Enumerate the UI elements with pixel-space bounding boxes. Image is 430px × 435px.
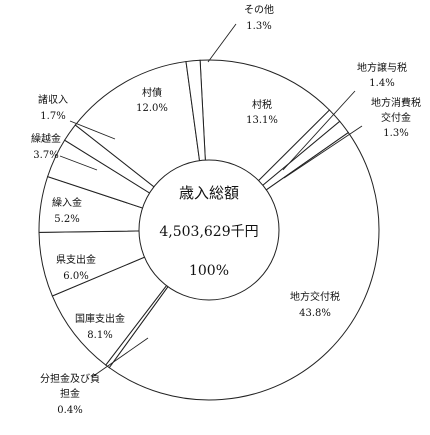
slice-value-1: 1.4%	[369, 78, 394, 89]
slice-label-5: 国庫支出金	[75, 312, 125, 325]
slice-value-5: 8.1%	[87, 330, 112, 341]
center-title: 歳入総額	[179, 184, 239, 202]
slice-value-4: 0.4%	[57, 405, 82, 416]
leader-line-11	[207, 23, 237, 63]
leader-line-1	[282, 90, 356, 171]
slice-value-7: 5.2%	[54, 214, 79, 225]
slice-value-3: 43.8%	[299, 308, 331, 319]
slice-value-8: 3.7%	[33, 150, 58, 161]
slice-value-6: 6.0%	[63, 271, 88, 282]
slice-label-3: 地方交付税	[290, 290, 340, 303]
slice-label-10: 村債	[142, 86, 162, 99]
leader-line-2	[283, 125, 363, 179]
slice-label-4-part-1: 担金	[60, 387, 80, 400]
leader-line-8	[59, 155, 98, 171]
center-amount: 4,503,629千円	[159, 224, 258, 240]
slice-label-7: 繰入金	[52, 196, 82, 209]
slice-label-9: 諸収入	[38, 93, 68, 106]
slice-label-8: 繰越金	[31, 132, 61, 145]
slice-value-11: 1.3%	[246, 21, 271, 32]
leader-line-4	[91, 337, 149, 378]
slice-label-6: 県支出金	[56, 253, 96, 266]
donut-hole	[138, 159, 280, 301]
slice-label-2-part-0: 地方消費税	[371, 96, 421, 109]
slice-label-2-part-1: 交付金	[381, 111, 411, 124]
slice-label-11: その他	[244, 3, 274, 16]
leader-line-9	[69, 120, 116, 140]
slice-value-10: 12.0%	[136, 103, 168, 114]
slice-label-1: 地方譲与税	[357, 61, 407, 74]
slice-value-9: 1.7%	[40, 111, 65, 122]
slice-value-0: 13.1%	[246, 115, 278, 126]
center-percent: 100%	[189, 263, 229, 279]
slice-label-0: 村税	[252, 98, 272, 111]
slice-label-4-part-0: 分担金及び負	[40, 372, 100, 385]
leader-lines	[59, 23, 363, 378]
slice-value-2: 1.3%	[383, 128, 408, 139]
